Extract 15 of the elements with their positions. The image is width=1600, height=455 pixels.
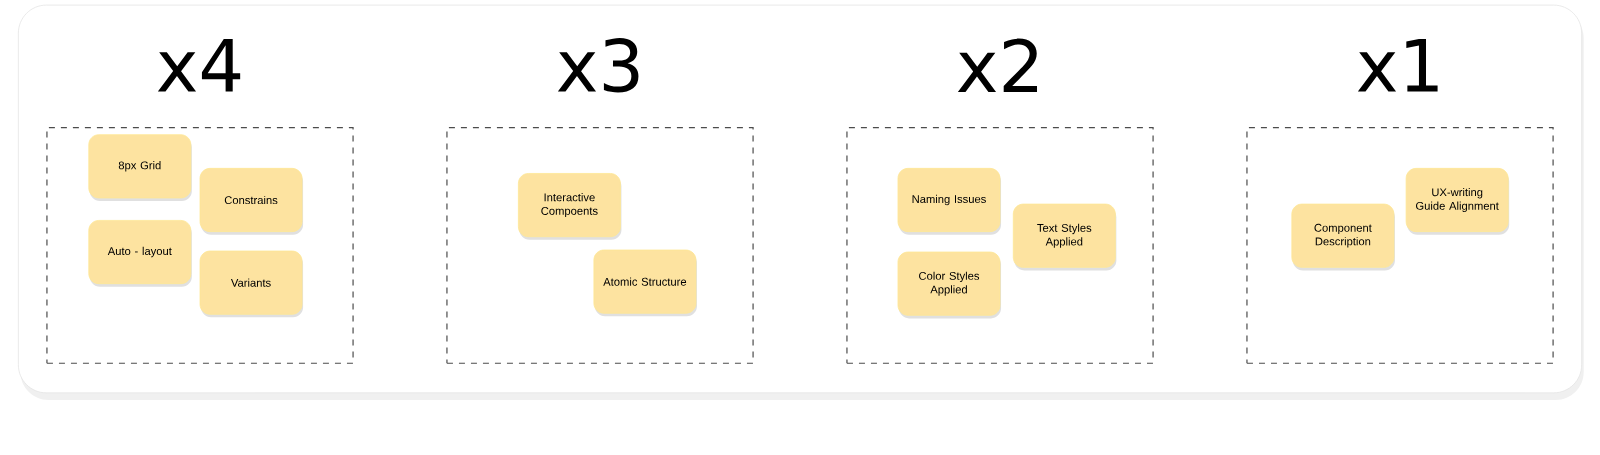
sticky-note: Interactive Compoents: [518, 173, 622, 240]
sticky-note: Text Styles Applied: [1012, 203, 1117, 271]
group-heading: x2: [957, 38, 1037, 93]
sticky-note: Variants: [199, 250, 304, 318]
group-heading: x3: [557, 38, 639, 93]
sticky-note: UX-writing Guide Alignment: [1405, 167, 1510, 235]
group-heading: x1: [1357, 39, 1438, 92]
sticky-note: Atomic Structure: [593, 249, 697, 317]
group-heading: x4: [157, 39, 241, 92]
sticky-note: Color Styles Applied: [897, 251, 1002, 319]
sticky-note: 8px Grid: [88, 134, 192, 201]
sticky-note: Component Description: [1291, 203, 1395, 271]
sticky-note: Auto - layout: [88, 220, 192, 287]
sticky-note: Naming Issues: [897, 167, 1002, 235]
sticky-note: Constrains: [199, 167, 304, 235]
